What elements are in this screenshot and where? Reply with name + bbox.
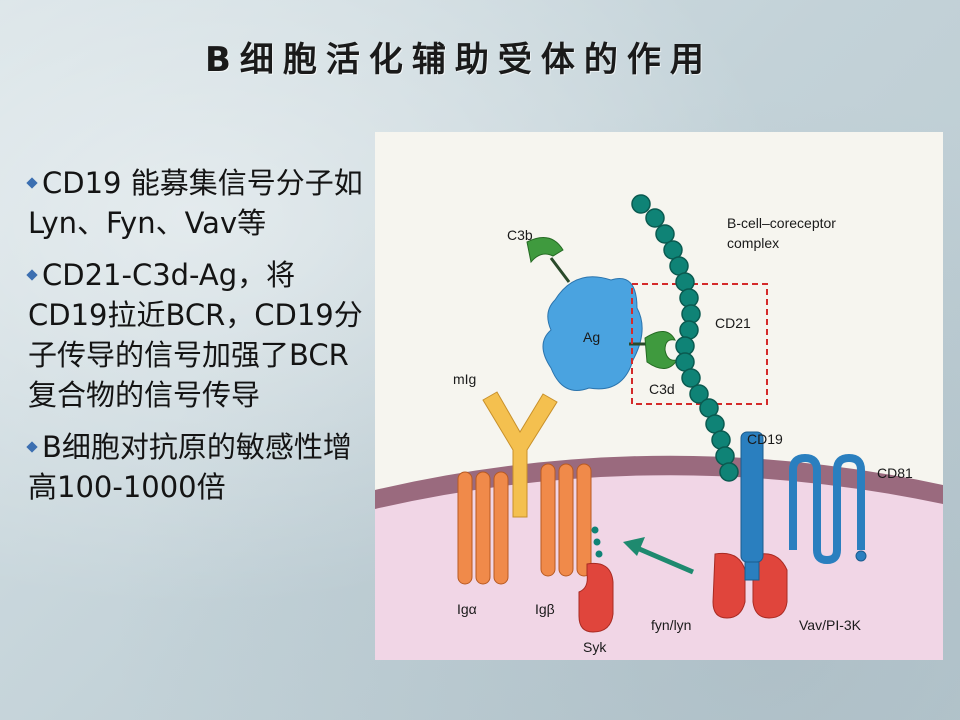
lyn-kinase xyxy=(752,553,788,619)
cd21-bead xyxy=(645,208,665,228)
label-c3d: C3d xyxy=(649,381,675,397)
cd19-tail xyxy=(744,561,760,581)
ig-alpha-segment xyxy=(493,471,509,585)
bullet-item: CD19 能募集信号分子如Lyn、Fyn、Vav等 xyxy=(26,163,373,243)
phosphate-dot xyxy=(595,550,603,558)
coreceptor-diagram: C3b Ag C3d CD21 B-cell–coreceptor comple… xyxy=(375,194,943,660)
label-ag: Ag xyxy=(583,329,600,345)
cd81-end xyxy=(855,550,867,562)
cd19-stalk xyxy=(740,431,764,563)
ig-beta-segment xyxy=(558,463,574,577)
cd21-bead xyxy=(679,288,699,308)
label-ig-alpha: Igα xyxy=(457,601,477,617)
diamond-bullet-icon xyxy=(26,269,38,281)
mig-receptor xyxy=(482,391,558,518)
bullet-item: B细胞对抗原的敏感性增高100-1000倍 xyxy=(26,427,373,507)
slide-title: B细胞活化辅助受体的作用 xyxy=(205,40,713,80)
highlight-box xyxy=(631,283,768,405)
ig-beta-chain xyxy=(540,463,592,577)
signal-arrow xyxy=(623,537,694,575)
cd21-bead xyxy=(681,368,701,388)
label-cd81: CD81 xyxy=(877,465,913,481)
fyn-kinase xyxy=(712,552,746,619)
diamond-bullet-icon xyxy=(26,441,38,453)
phosphate-dot xyxy=(593,538,601,546)
bullet-list: CD19 能募集信号分子如Lyn、Fyn、Vav等 CD21-C3d-Ag，将C… xyxy=(26,163,373,519)
bullet-text: B细胞对抗原的敏感性增高100-1000倍 xyxy=(28,430,352,504)
cd21-bead xyxy=(715,446,735,466)
cd81-tetraspanin xyxy=(789,454,865,564)
cd21-bead xyxy=(655,224,675,244)
phosphate-dot xyxy=(591,526,599,534)
ig-alpha-chain xyxy=(457,471,509,585)
bullet-item: CD21-C3d-Ag，将CD19拉近BCR，CD19分子传导的信号加强了BCR… xyxy=(26,255,373,415)
signal-arrow-head xyxy=(623,537,645,556)
label-complex-2: complex xyxy=(727,235,779,251)
cd21-bead xyxy=(631,194,651,214)
cd21-bead xyxy=(675,272,695,292)
cd21-bead-chain xyxy=(631,194,739,482)
cd21-bead xyxy=(689,384,709,404)
bullet-text: CD19 能募集信号分子如Lyn、Fyn、Vav等 xyxy=(28,166,363,240)
ig-beta-segment xyxy=(576,463,592,577)
cd21-bead xyxy=(719,462,739,482)
ig-alpha-segment xyxy=(475,471,491,585)
c3d-fragment xyxy=(644,331,679,369)
coreceptor-figure: C3b Ag C3d CD21 B-cell–coreceptor comple… xyxy=(375,132,943,660)
cd21-bead xyxy=(679,320,699,340)
ig-beta-segment xyxy=(540,463,556,577)
label-fyn-lyn: fyn/lyn xyxy=(651,617,691,633)
cd21-bead xyxy=(681,304,701,324)
ig-alpha-segment xyxy=(457,471,473,585)
label-complex-1: B-cell–coreceptor xyxy=(727,215,836,231)
antigen xyxy=(542,276,643,391)
label-vav-pi3k: Vav/PI-3K xyxy=(799,617,862,633)
bullet-text: CD21-C3d-Ag，将CD19拉近BCR，CD19分子传导的信号加强了BCR… xyxy=(28,258,363,412)
cd21-bead xyxy=(711,430,731,450)
signal-arrow-shaft xyxy=(636,545,694,575)
syk-kinase xyxy=(578,562,614,633)
diamond-bullet-icon xyxy=(26,177,38,189)
label-syk: Syk xyxy=(583,639,607,655)
label-ig-beta: Igβ xyxy=(535,601,555,617)
label-cd19: CD19 xyxy=(747,431,783,447)
label-cd21: CD21 xyxy=(715,315,751,331)
c3b-link xyxy=(549,257,571,283)
c3b-fragment xyxy=(526,237,564,264)
label-c3b: C3b xyxy=(507,227,533,243)
label-mig: mIg xyxy=(453,371,476,387)
